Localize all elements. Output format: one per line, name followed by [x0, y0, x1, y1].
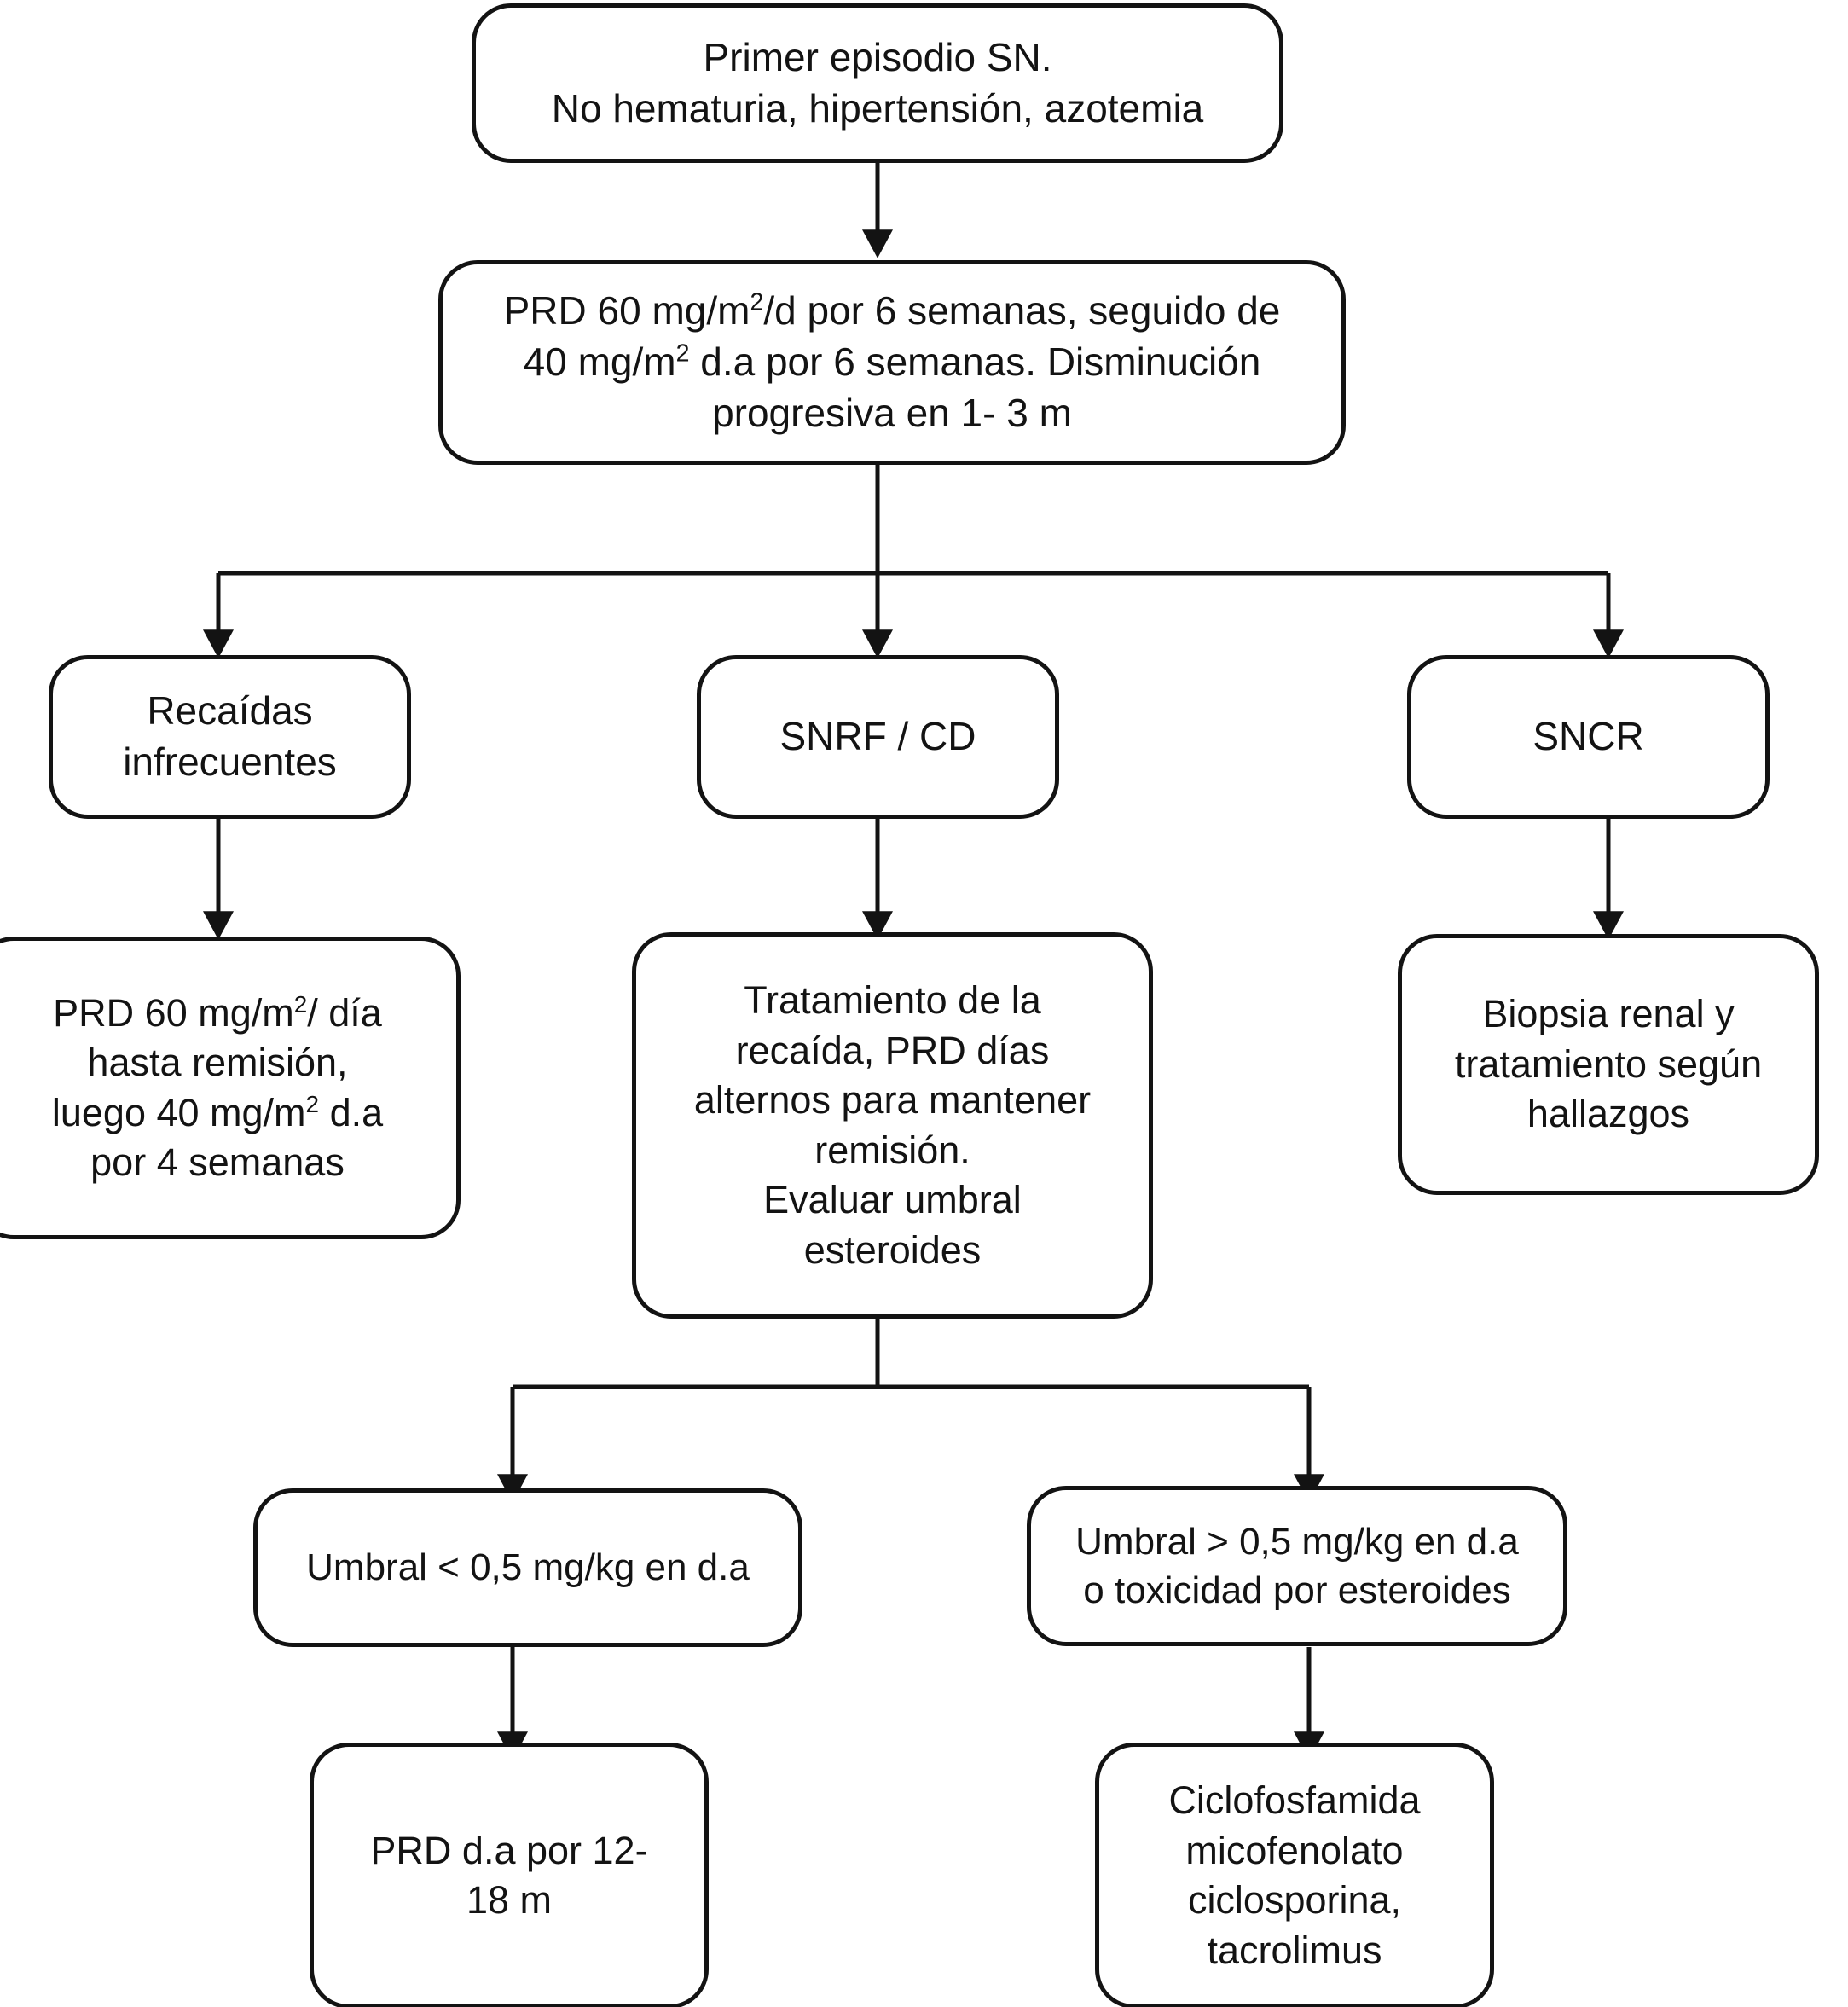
node-branch-sncr-text: SNCR	[1532, 714, 1644, 759]
node-branch-snrf-cd-text: SNRF / CD	[779, 714, 976, 759]
node-prd-maintenance-text: PRD d.a por 12-18 m	[370, 1828, 648, 1923]
node-first-episode[interactable]: Primer episodio SN.No hematuria, hiperte…	[472, 3, 1283, 163]
node-prd-initial-text: PRD 60 mg/m2/d por 6 semanas, seguido de…	[503, 288, 1281, 435]
node-prd-maintenance[interactable]: PRD d.a por 12-18 m	[310, 1743, 709, 2007]
superscript-squared: 2	[305, 1090, 320, 1117]
node-first-episode-text: Primer episodio SN.No hematuria, hiperte…	[551, 34, 1204, 131]
node-branch-sncr[interactable]: SNCR	[1407, 655, 1770, 819]
node-branch-snrf-cd[interactable]: SNRF / CD	[697, 655, 1059, 819]
superscript-squared: 2	[750, 288, 764, 316]
node-prd-initial[interactable]: PRD 60 mg/m2/d por 6 semanas, seguido de…	[438, 260, 1346, 465]
node-threshold-low[interactable]: Umbral < 0,5 mg/kg en d.a	[253, 1488, 802, 1647]
superscript-squared: 2	[675, 339, 690, 368]
node-threshold-low-text: Umbral < 0,5 mg/kg en d.a	[306, 1546, 750, 1589]
superscript-squared: 2	[293, 990, 308, 1018]
